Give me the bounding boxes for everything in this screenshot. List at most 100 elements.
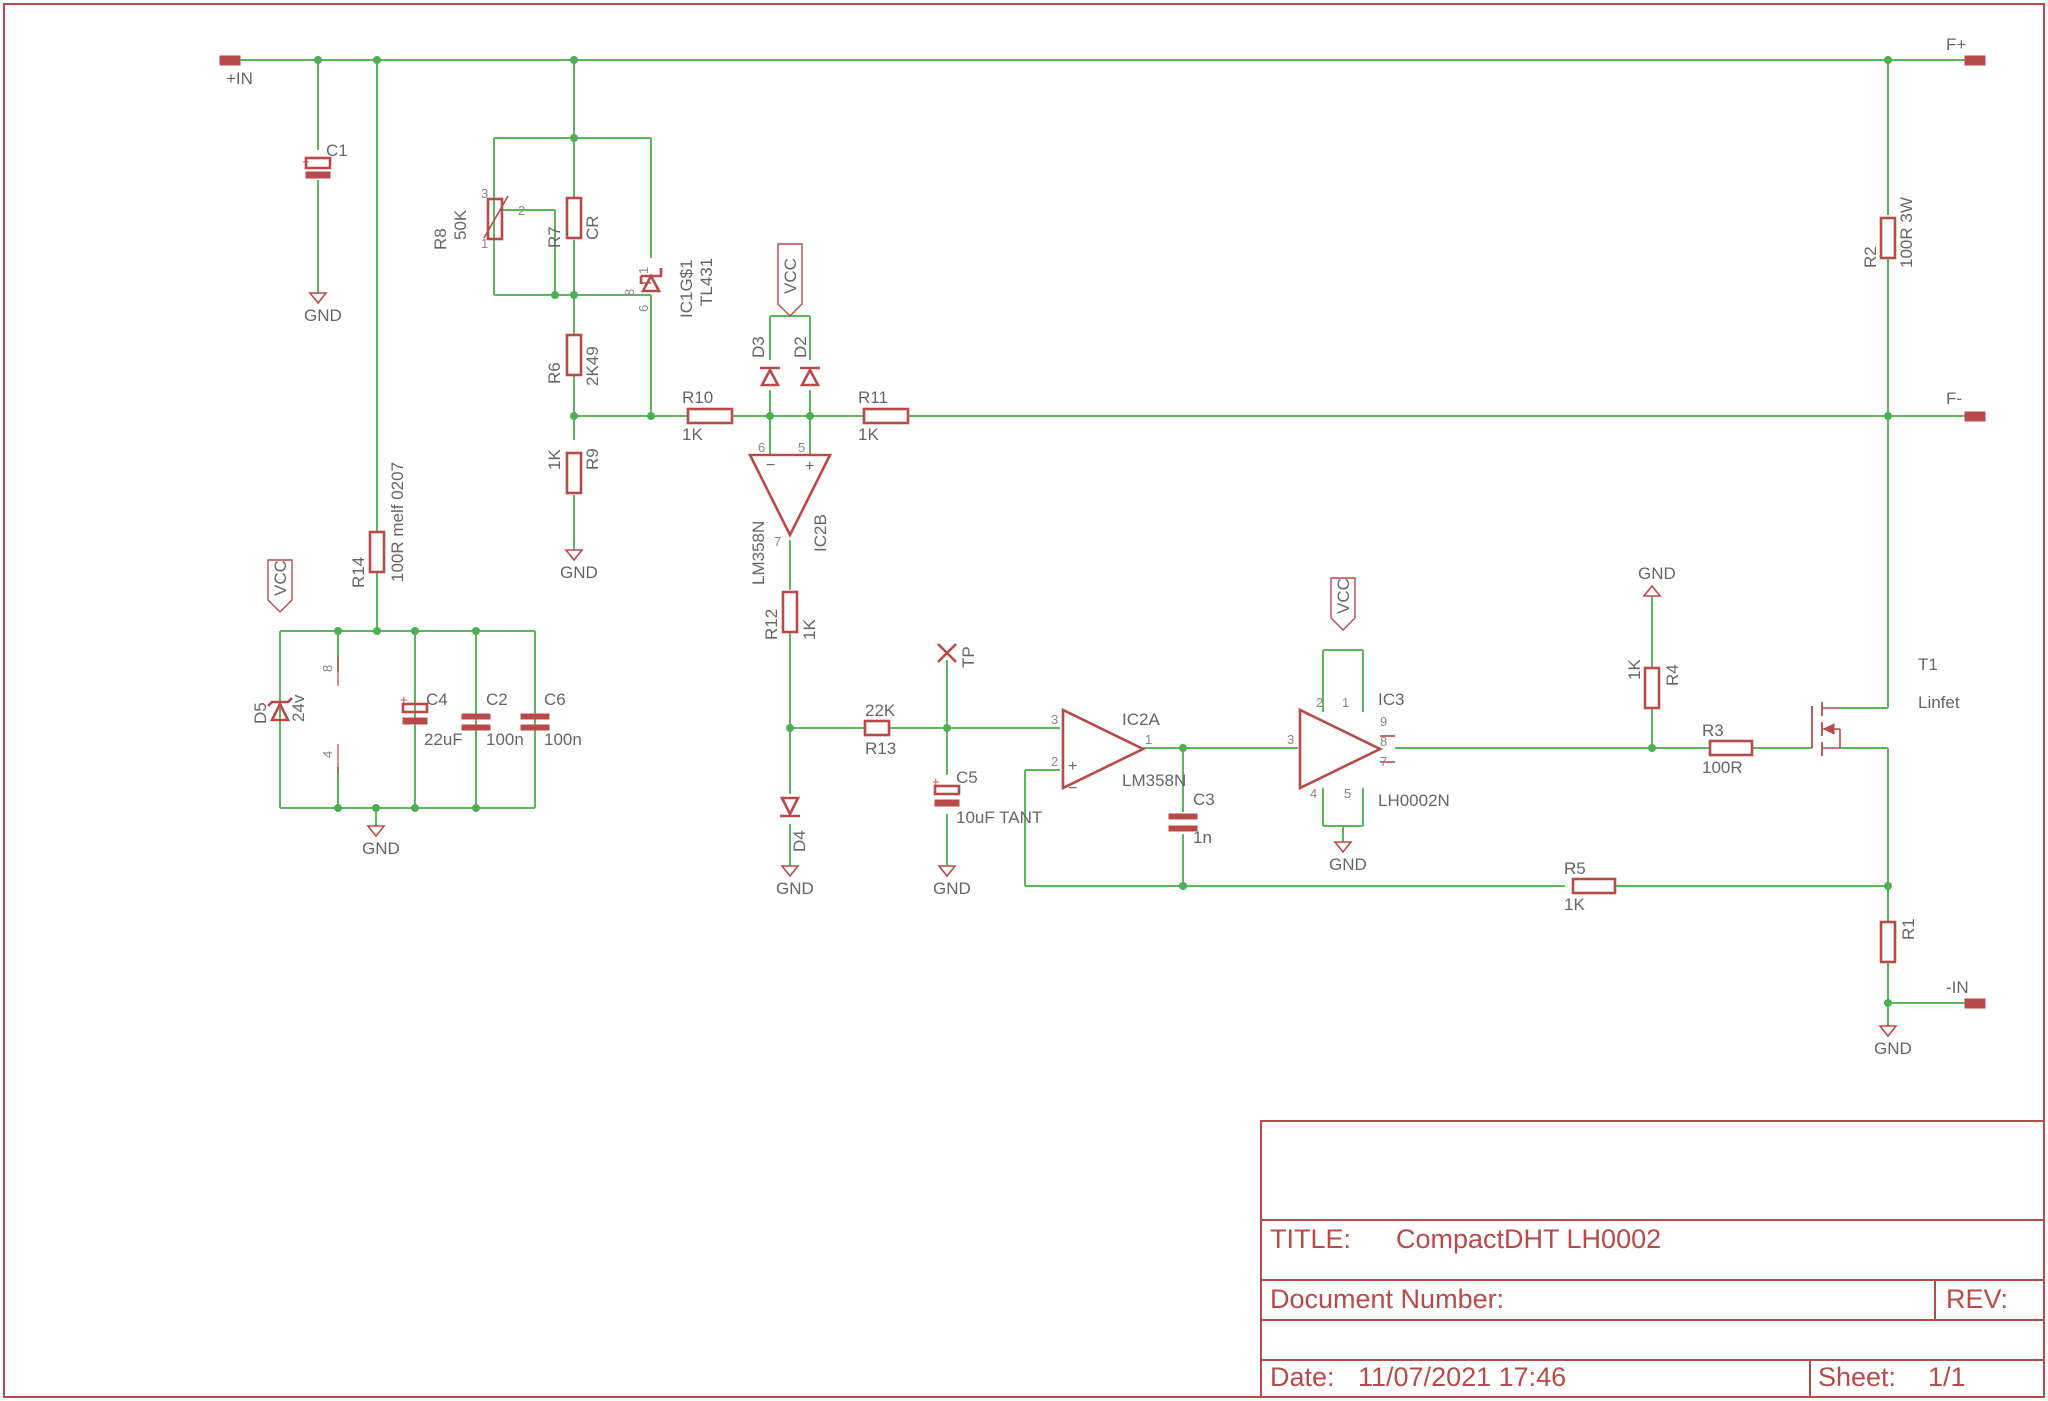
zener-d5: D5 24v — [251, 694, 308, 724]
svg-text:C3: C3 — [1193, 790, 1215, 809]
svg-text:D5: D5 — [251, 702, 270, 724]
svg-text:+: + — [932, 774, 940, 789]
svg-text:C4: C4 — [426, 690, 448, 709]
svg-text:6: 6 — [636, 305, 651, 312]
svg-text:IC3: IC3 — [1378, 690, 1404, 709]
svg-text:C2: C2 — [486, 690, 508, 709]
svg-text:+: + — [400, 692, 408, 707]
svg-text:2K49: 2K49 — [583, 346, 602, 386]
svg-text:1n: 1n — [1193, 828, 1212, 847]
vcc-ic3: VCC — [1330, 577, 1356, 631]
svg-text:−: − — [766, 457, 775, 474]
svg-text:8: 8 — [622, 289, 637, 296]
port-in-plus: +IN — [219, 55, 253, 88]
svg-text:GND: GND — [776, 879, 814, 898]
svg-text:IC1G$1: IC1G$1 — [677, 259, 696, 318]
svg-text:1K: 1K — [1625, 659, 1644, 680]
svg-text:22K: 22K — [865, 701, 896, 720]
doc-number-label: Document Number: — [1270, 1284, 1504, 1314]
svg-text:R2: R2 — [1861, 246, 1880, 268]
svg-text:T1: T1 — [1918, 655, 1938, 674]
svg-text:100R 3W: 100R 3W — [1897, 197, 1916, 268]
resistor-r14: R14 100R melf 0207 — [349, 462, 407, 588]
svg-text:R13: R13 — [865, 739, 896, 758]
gnd-symbols: GND GND GND GND GND GND GND GND — [304, 292, 1912, 1058]
diode-d2: D2 — [791, 336, 821, 387]
svg-text:CR: CR — [583, 215, 602, 240]
date-label: Date: — [1270, 1362, 1335, 1392]
svg-text:R3: R3 — [1702, 721, 1724, 740]
svg-text:8: 8 — [1380, 734, 1387, 749]
svg-text:GND: GND — [304, 306, 342, 325]
resistor-r5: R5 1K — [1564, 859, 1617, 914]
svg-text:R5: R5 — [1564, 859, 1586, 878]
resistor-r8: R8 50K 2 3 1 — [431, 186, 525, 251]
port-f-plus-label: F+ — [1946, 35, 1966, 54]
svg-text:R4: R4 — [1663, 664, 1682, 686]
svg-text:GND: GND — [560, 563, 598, 582]
svg-text:22uF: 22uF — [424, 730, 463, 749]
resistor-r9: 1K R9 — [545, 448, 602, 495]
gnd-supply: GND — [362, 825, 400, 858]
svg-text:2: 2 — [1051, 754, 1058, 769]
gnd-r1: GND — [1874, 1025, 1912, 1058]
svg-text:C5: C5 — [956, 768, 978, 787]
svg-text:100R: 100R — [1702, 758, 1743, 777]
sheet-value: 1/1 — [1928, 1362, 1966, 1392]
svg-text:R10: R10 — [682, 388, 713, 407]
port-in-minus: -IN — [1946, 978, 1986, 1009]
resistor-r11: R11 1K — [858, 388, 910, 444]
vcc-supply: VCC — [267, 559, 293, 613]
resistor-r10: R10 1K — [682, 388, 734, 444]
svg-text:7: 7 — [1380, 754, 1387, 769]
svg-text:R11: R11 — [858, 388, 888, 407]
svg-text:3: 3 — [1287, 732, 1294, 747]
svg-text:3: 3 — [481, 186, 488, 201]
diode-d3: D3 — [749, 336, 781, 387]
gnd-ic3: GND — [1329, 841, 1367, 874]
gnd-c5: GND — [933, 865, 971, 898]
ic2-power-pins: 8 4 — [320, 656, 339, 774]
diode-d4: D4 — [779, 796, 809, 852]
resistor-r13: 22K R13 — [863, 701, 896, 758]
svg-text:R6: R6 — [545, 362, 564, 384]
svg-text:−: − — [1068, 780, 1077, 797]
svg-text:R1: R1 — [1899, 918, 1918, 940]
svg-text:100n: 100n — [486, 730, 524, 749]
svg-text:5: 5 — [798, 440, 805, 455]
svg-text:VCC: VCC — [271, 560, 290, 596]
svg-text:IC2A: IC2A — [1122, 710, 1160, 729]
rev-label: REV: — [1946, 1284, 2008, 1314]
svg-text:Linfet: Linfet — [1918, 693, 1960, 712]
svg-text:+: + — [302, 154, 310, 169]
svg-text:GND: GND — [362, 839, 400, 858]
mosfet-t1: T1 Linfet — [1811, 655, 1960, 756]
svg-text:5: 5 — [1344, 786, 1351, 801]
svg-text:1: 1 — [481, 236, 488, 251]
svg-text:1K: 1K — [858, 425, 879, 444]
svg-text:R14: R14 — [349, 557, 368, 588]
opamp-ic2b: − + 6 5 7 LM358N IC2B — [747, 440, 833, 585]
svg-text:2: 2 — [1316, 695, 1323, 710]
capacitor-c5: + C5 10uF TANT — [932, 768, 1042, 827]
svg-text:D4: D4 — [790, 830, 809, 852]
svg-text:24v: 24v — [289, 694, 308, 722]
svg-text:VCC: VCC — [781, 258, 800, 294]
svg-text:GND: GND — [1874, 1039, 1912, 1058]
capacitor-c2: C2 100n — [461, 690, 524, 749]
sheet-border — [3, 3, 2045, 1398]
capacitor-c1: + C1 — [302, 141, 348, 179]
resistor-r3: R3 100R — [1702, 721, 1754, 777]
svg-text:1K: 1K — [545, 449, 564, 470]
svg-text:R12: R12 — [762, 609, 781, 640]
gnd-r9: GND — [560, 549, 598, 582]
resistor-r4: 1K R4 — [1625, 659, 1682, 710]
svg-text:D3: D3 — [749, 336, 768, 358]
svg-text:+: + — [805, 458, 814, 475]
resistor-r7: R7 CR — [545, 196, 602, 248]
svg-text:1: 1 — [636, 267, 651, 274]
svg-text:50K: 50K — [451, 209, 470, 240]
svg-text:C1: C1 — [326, 141, 348, 160]
svg-text:9: 9 — [1380, 714, 1387, 729]
